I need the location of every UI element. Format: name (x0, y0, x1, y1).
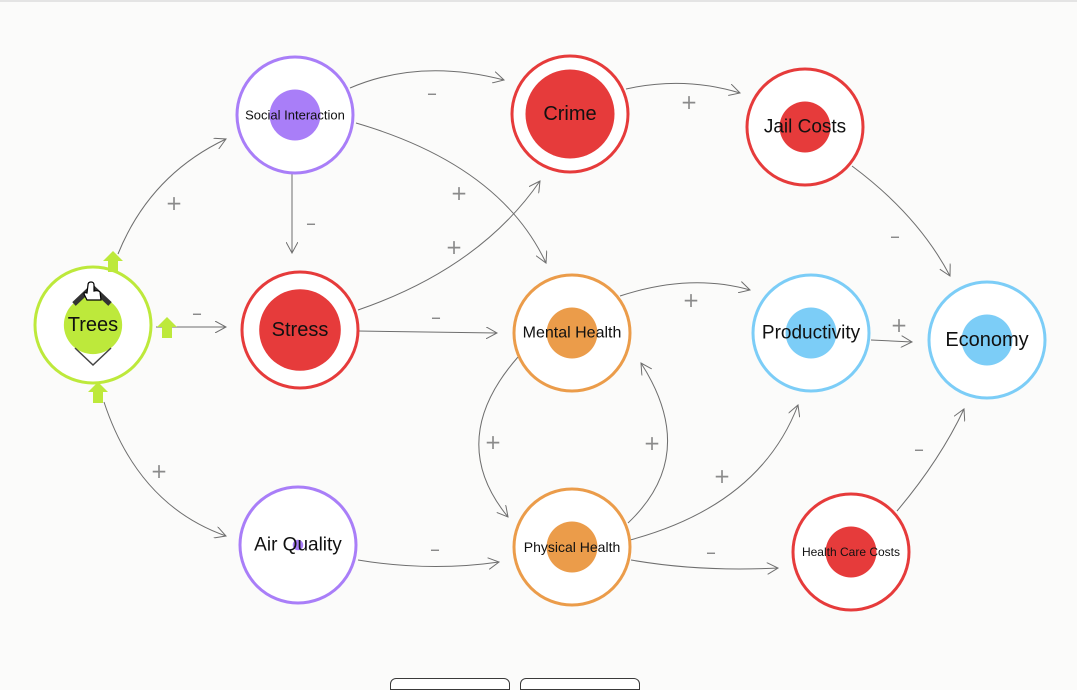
edge-sign: + (683, 288, 700, 312)
node-crime[interactable]: Crime (510, 54, 630, 174)
node-label: Physical Health (524, 539, 621, 555)
node-level-fill (269, 89, 321, 141)
edge-social-interaction-to-crime[interactable] (349, 70, 504, 89)
edge-sign: + (451, 181, 468, 205)
node-label: Air Quality (254, 535, 342, 556)
node-label: Health Care Costs (802, 545, 900, 559)
node-level-fill (961, 314, 1013, 366)
edge-sign: – (890, 224, 900, 248)
edge-trees-to-social-interaction[interactable] (117, 139, 226, 255)
bottom-tab-left[interactable] (390, 678, 510, 690)
node-productivity[interactable]: Productivity (751, 273, 871, 393)
edge-trees-to-air-quality[interactable] (103, 401, 226, 536)
node-label: Productivity (762, 323, 861, 344)
edge-mental-health-to-physical-health[interactable] (478, 356, 519, 517)
edge-social-interaction-to-mental-health[interactable] (355, 122, 546, 263)
edge-sign: + (485, 430, 502, 454)
edge-sign: + (446, 235, 463, 259)
node-stress[interactable]: Stress (240, 270, 360, 390)
node-label: Stress (272, 319, 329, 341)
down-chevron-icon[interactable] (74, 347, 112, 367)
edge-sign: – (427, 81, 437, 105)
node-level-fill (63, 295, 123, 355)
edge-sign: – (431, 305, 441, 329)
edge-physical-health-to-mental-health[interactable] (627, 363, 669, 524)
node-label: Economy (945, 329, 1028, 351)
node-level-fill (546, 521, 598, 573)
node-trees[interactable]: Trees (33, 265, 153, 385)
edge-sign: – (192, 301, 202, 325)
node-label: Crime (543, 103, 596, 125)
node-label: Jail Costs (764, 117, 846, 138)
edge-sign: + (891, 313, 908, 337)
top-divider (0, 0, 1077, 2)
edge-sign: – (914, 437, 924, 461)
trees-controls (72, 251, 177, 403)
edge-productivity-to-economy[interactable] (870, 340, 912, 342)
edge-physical-health-to-productivity[interactable] (629, 405, 798, 541)
edge-sign: + (714, 464, 731, 488)
edge-stress-to-mental-health[interactable] (357, 331, 497, 333)
edge-mental-health-to-productivity[interactable] (619, 283, 750, 297)
edges-layer: + – + – – + + – – + – + + + + – + – (103, 70, 964, 569)
edge-sign: + (166, 191, 183, 215)
node-level-fill (292, 539, 304, 551)
node-economy[interactable]: Economy (927, 280, 1047, 400)
edge-crime-to-jail-costs[interactable] (625, 82, 740, 93)
edge-physical-health-to-health-care-costs[interactable] (630, 559, 778, 569)
arrow-handle-icon[interactable] (88, 382, 108, 403)
node-social-interaction[interactable]: Social Interaction (235, 55, 355, 175)
edge-sign: – (430, 537, 440, 561)
edge-air-quality-to-physical-health[interactable] (357, 560, 499, 567)
edge-sign: + (151, 459, 168, 483)
node-physical-health[interactable]: Physical Health (512, 487, 632, 607)
edge-sign: + (644, 431, 661, 455)
edge-jail-costs-to-economy[interactable] (851, 165, 950, 276)
node-label: Mental Health (523, 325, 622, 342)
edge-health-care-costs-to-economy[interactable] (896, 409, 964, 512)
node-jail-costs[interactable]: Jail Costs (745, 67, 865, 187)
node-air-quality[interactable]: Air Quality (238, 485, 358, 605)
edge-sign: – (306, 211, 316, 235)
up-arrow-icon[interactable] (103, 251, 123, 272)
hand-cursor-icon (83, 281, 102, 301)
node-level-fill (785, 307, 837, 359)
node-level-fill (825, 526, 877, 578)
edge-sign: – (706, 540, 716, 564)
edge-stress-to-crime[interactable] (357, 181, 540, 311)
node-level-fill (779, 101, 831, 153)
node-health-care-costs[interactable]: Health Care Costs (791, 492, 911, 612)
edge-sign: + (681, 90, 698, 114)
node-mental-health[interactable]: Mental Health (512, 273, 632, 393)
arrow-handle-icon[interactable] (157, 317, 177, 338)
node-level-fill (259, 289, 341, 371)
node-label: Social Interaction (245, 108, 345, 123)
node-level-fill (525, 69, 615, 159)
bottom-tab-right[interactable] (520, 678, 640, 690)
node-level-fill (546, 307, 598, 359)
node-label: Trees (68, 314, 118, 336)
